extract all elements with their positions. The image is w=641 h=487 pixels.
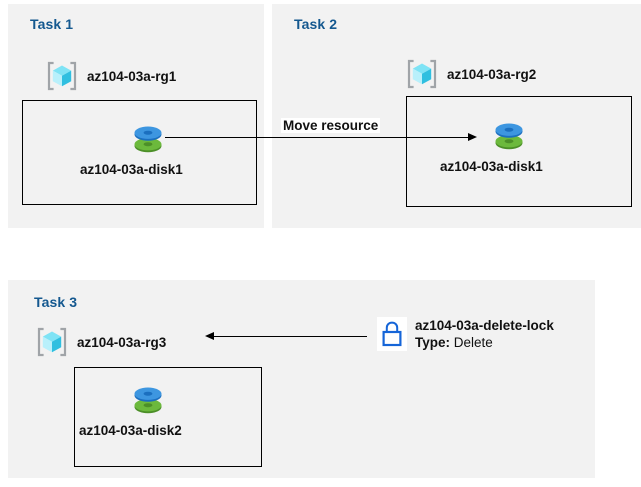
resource-container-task1 [22, 100, 257, 205]
resource-group-cube-icon [34, 324, 70, 360]
resource-group-task2: az104-03a-rg2 [404, 56, 536, 92]
resource-group-label-task2: az104-03a-rg2 [447, 66, 537, 82]
resource-group-cube-icon [404, 56, 440, 92]
delete-lock-type-row: Type: Delete [415, 334, 554, 351]
managed-disk-icon [130, 120, 166, 156]
delete-lock-type-key: Type: [415, 335, 451, 350]
resource-label-task3: az104-03a-disk2 [79, 423, 182, 438]
resource-group-label-task1: az104-03a-rg1 [87, 68, 177, 84]
resource-group-task1: az104-03a-rg1 [44, 58, 176, 94]
delete-lock-group: az104-03a-delete-lock Type: Delete [377, 317, 554, 351]
resource-label-task1: az104-03a-disk1 [80, 162, 183, 177]
managed-disk-icon [491, 117, 527, 153]
delete-lock-arrow-head [205, 331, 214, 340]
panel-task2: Task 2 az104-03a-rg2 az104-03a-disk1 [272, 4, 641, 228]
delete-lock-arrow-line [212, 336, 367, 337]
managed-disk-icon [130, 381, 166, 417]
delete-lock-text: az104-03a-delete-lock Type: Delete [415, 317, 554, 351]
panel-task1: Task 1 az104-03a-rg1 az104-03a-disk1 [8, 4, 264, 228]
move-resource-label: Move resource [281, 118, 381, 133]
padlock-icon [377, 317, 407, 351]
resource-container-task2 [406, 96, 632, 207]
resource-group-cube-icon [44, 58, 80, 94]
move-resource-arrow-line [165, 137, 470, 138]
resource-container-task3 [74, 367, 262, 467]
delete-lock-type-value: Delete [453, 335, 493, 350]
panel-title-task1: Task 1 [30, 16, 74, 32]
panel-task3: Task 3 az104-03a-rg3 az104-03a-disk2 [8, 280, 595, 478]
resource-label-task2: az104-03a-disk1 [440, 159, 543, 174]
move-resource-arrow-head [468, 132, 477, 141]
panel-title-task3: Task 3 [34, 294, 78, 310]
resource-group-label-task3: az104-03a-rg3 [77, 334, 167, 350]
delete-lock-name: az104-03a-delete-lock [415, 318, 554, 333]
resource-group-task3: az104-03a-rg3 [34, 324, 166, 360]
panel-title-task2: Task 2 [294, 16, 338, 32]
